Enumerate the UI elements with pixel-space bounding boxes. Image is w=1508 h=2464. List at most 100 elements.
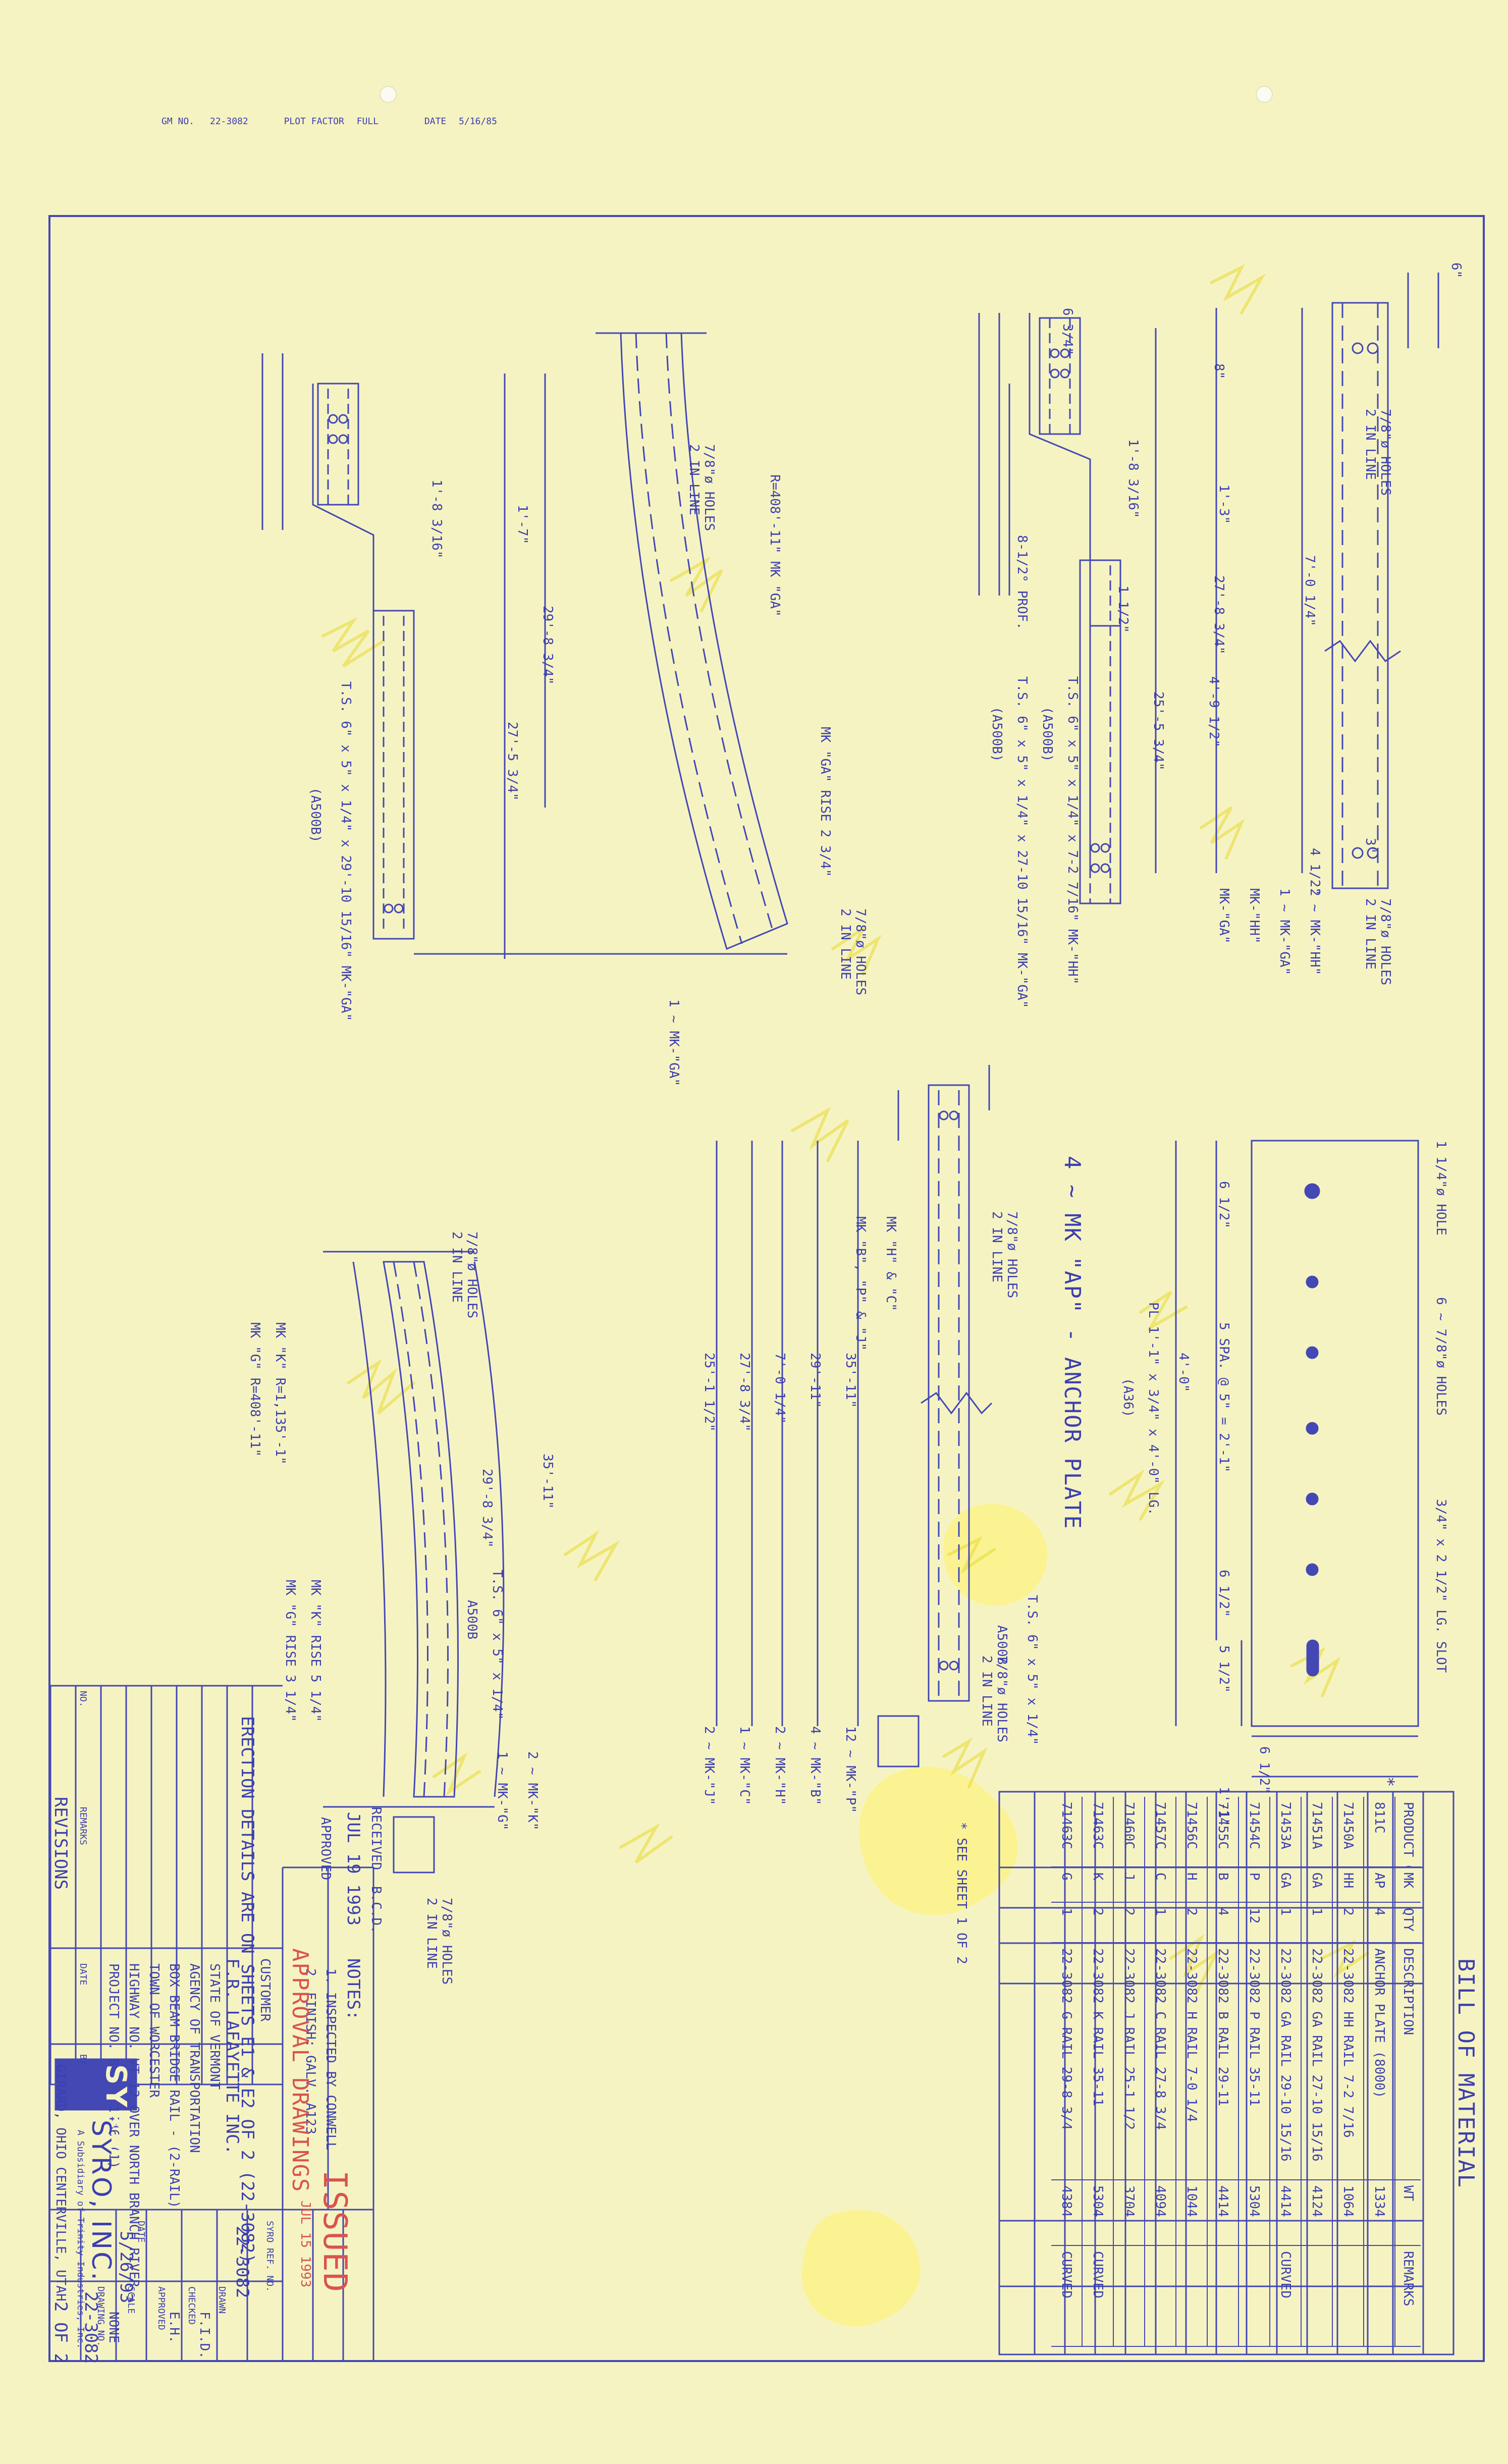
- bom-cell: C: [1145, 1867, 1175, 1903]
- anchor-plate-spec-line: PL 1'-1" x 3/4" x 4'-0" LG.: [1146, 1302, 1161, 1516]
- k-holes-bottom-label: 7/8"ø HOLES: [439, 1898, 454, 1985]
- bom-col-remarks: REMARKS: [1395, 2246, 1421, 2347]
- straight-ts: T.S. 6" x 5" x 1/4": [1025, 1595, 1040, 1745]
- bom-cell: 4414: [1208, 2180, 1238, 2246]
- straight-holes-bottom-label: 7/8"ø HOLES: [994, 1655, 1009, 1743]
- ga-spec-a: (A500B): [1040, 707, 1055, 762]
- bom-cell: 4124: [1302, 2180, 1332, 2246]
- tb-drawn: F.I.D.: [197, 2312, 212, 2359]
- anchor-plate-hole: 1 1/4"ø HOLE: [1433, 1141, 1448, 1236]
- detail-curved-k: [323, 1251, 505, 1873]
- tb-sheet: 2 OF 2: [50, 2301, 71, 2364]
- bom-cell: P: [1239, 1867, 1269, 1903]
- bom-cell: [1114, 2246, 1144, 2347]
- tb-customer: F.R. LAFAYETTE INC.: [222, 1958, 242, 2155]
- revisions-remarks: REMARKS: [78, 1807, 88, 1845]
- bom-cell: 71454C: [1239, 1797, 1269, 1867]
- bom-col-qty: QTY: [1395, 1903, 1421, 1943]
- detail-anchor-plate: [1175, 1140, 1419, 1778]
- stamp-approved: APPROVED: [318, 1817, 333, 1881]
- bom-cell: 1: [1051, 1903, 1082, 1943]
- bom-cell: 22-3082 H RAIL 7-0 1/4: [1176, 1943, 1207, 2180]
- bom-cell: 1044: [1176, 2180, 1207, 2246]
- bom-grid: [998, 1791, 1455, 2355]
- straight-row-mark: 2 ~ MK-"H": [772, 1726, 787, 1805]
- date-label: DATE: [424, 116, 447, 127]
- anchor-plate-length: 4'-0": [1176, 1353, 1191, 1392]
- straight-inline-bottom-label: 2 IN LINE: [979, 1655, 994, 1727]
- tb-checked-label: CHECKED: [186, 2286, 197, 2325]
- bom-cell: 5304: [1083, 2180, 1113, 2246]
- k-rise-a: MK "K" RISE 5 1/4": [308, 1580, 323, 1722]
- bom-cell: 71463C: [1051, 1797, 1082, 1867]
- curved-dim-a: 29'-8 3/4": [540, 606, 555, 685]
- tb-syro-ref: 22-3082: [232, 2226, 252, 2298]
- header-strip: GM NO. 22-3082 PLOT FACTOR FULL DATE 5/1…: [161, 116, 497, 127]
- straight-row-mark: 1 ~ MK-"C": [737, 1726, 752, 1805]
- straight-holes-bottom: 7/8"ø HOLES 2 IN LINE: [979, 1655, 1009, 1742]
- stamp-received-label: RECEIVED: [368, 1807, 384, 1870]
- k-spec: A500B: [464, 1600, 479, 1640]
- bom-col-wt: WT: [1395, 2180, 1421, 2246]
- straight-row-dim: 7'-0 1/4": [772, 1353, 787, 1424]
- bom-cell: 811C: [1364, 1797, 1394, 1867]
- bom-cell: [1208, 2246, 1238, 2347]
- bom-cell: 1: [1302, 1903, 1332, 1943]
- ga-dim-j: 3": [1363, 838, 1378, 854]
- tb-scale: NONE: [106, 2312, 121, 2343]
- bom-title: BILL OF MATERIAL: [1453, 1958, 1479, 2188]
- bom-cell: AP: [1364, 1867, 1394, 1903]
- k-radius-a: MK "K" R=1,135'-1": [273, 1322, 288, 1465]
- ga-inline-top-label: 2 IN LINE: [1363, 409, 1378, 480]
- detail-ga-straight: [978, 273, 1439, 904]
- anchor-plate-spacing: 5 SPA. @ 5" = 2'-1": [1216, 1322, 1231, 1473]
- ga-mk-d: MK-"GA": [1216, 888, 1231, 944]
- bom-cell: 22-3082 P RAIL 35-11: [1239, 1943, 1269, 2180]
- bom-cell: CURVED: [1083, 2246, 1113, 2347]
- bom-cell: GA: [1270, 1867, 1301, 1903]
- ga-inline-bottom-label: 2 IN LINE: [1363, 898, 1378, 970]
- stamp-received: RECEIVED B.C.D.: [368, 1807, 384, 1934]
- curved-spec: (A500B): [308, 787, 323, 843]
- straight-holes-top: 7/8"ø HOLES 2 IN LINE: [989, 1211, 1019, 1298]
- bom-cell: 1: [1145, 1903, 1175, 1943]
- stamp-received-by: B.C.D.: [368, 1886, 384, 1934]
- bom-cell: CURVED: [1051, 2246, 1082, 2347]
- bom-cell: [1333, 2246, 1363, 2347]
- bom-table: PRODUCT CODE MK QTY DESCRIPTION WT REMAR…: [1051, 1797, 1421, 2347]
- ga-dim-i: 6": [1448, 262, 1464, 279]
- anchor-plate-slot: 3/4" x 2 1/2" LG. SLOT: [1433, 1499, 1448, 1673]
- ga-mk-b: 1 ~ MK-"GA": [1277, 888, 1292, 976]
- tb-subsidiary: A Subsidiary of Trinity Industries, Inc.: [75, 2130, 86, 2349]
- ga-ts-a: T.S. 6" x 5" x 1/4" x 7-2 7/16" MK-"HH": [1065, 676, 1080, 985]
- k-mk-b: 1 ~ MK-"G": [495, 1751, 510, 1831]
- bom-cell: 71450A: [1333, 1797, 1363, 1867]
- anchor-plate-edge-b: 6 1/2": [1216, 1570, 1231, 1617]
- ga-holes-top-label: 7/8"ø HOLES: [1378, 409, 1393, 496]
- ga-holes-bottom-label: 7/8"ø HOLES: [1378, 898, 1393, 986]
- bom-cell: 71456C: [1176, 1797, 1207, 1867]
- anchor-plate-title: 4 ~ MK "AP" - ANCHOR PLATE: [1059, 1156, 1085, 1530]
- ga-dim-h: 6 3/4": [1060, 308, 1075, 355]
- curved-holes-bottom: 7/8"ø HOLES 2 IN LINE: [838, 908, 868, 995]
- bom-col-description: DESCRIPTION: [1395, 1943, 1421, 2180]
- tb-date: 5/26/93: [116, 2231, 136, 2304]
- plot-factor-label: PLOT FACTOR: [284, 116, 344, 127]
- ga-holes-top: 7/8"ø HOLES 2 IN LINE: [1363, 409, 1393, 496]
- curved-inline-bottom-label: 2 IN LINE: [838, 908, 853, 980]
- bom-cell: 4: [1208, 1903, 1238, 1943]
- bom-cell: 71460C: [1114, 1797, 1144, 1867]
- k-holes-bottom: 7/8"ø HOLES 2 IN LINE: [424, 1898, 454, 1985]
- ga-dim-l: 4 1/2": [1307, 848, 1322, 895]
- ga-spec-b: (A500B): [989, 707, 1004, 762]
- k-mk-a: 2 ~ MK-"K": [525, 1751, 540, 1831]
- ga-dim-a: 7'-0 1/4": [1302, 555, 1317, 626]
- k-dim-a: 35'-11": [540, 1454, 555, 1509]
- bom-header-row: PRODUCT CODE MK QTY DESCRIPTION WT REMAR…: [1395, 1797, 1421, 2347]
